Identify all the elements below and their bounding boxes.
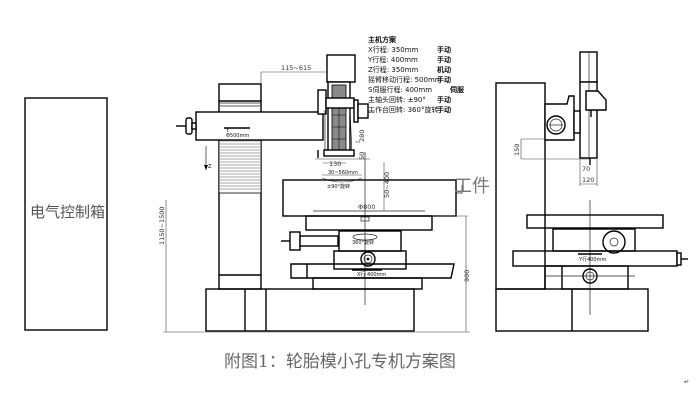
side-y-travel-label: Y行400mm xyxy=(578,256,606,263)
workpiece: 工件 Φ800 50~400 xyxy=(282,162,490,217)
spec-row-mode: 伺服 xyxy=(449,85,465,94)
spec-row-label: 主轴头回转: ±90° xyxy=(368,95,426,104)
side-dim-150: 150 xyxy=(513,144,521,156)
rotary-table xyxy=(305,215,433,231)
arm-reach-dim: 115~615 xyxy=(281,64,311,72)
electrical-control-box: 电气控制箱 xyxy=(24,97,108,331)
control-box-label: 电气控制箱 xyxy=(30,203,105,221)
spec-title: 主机方案 xyxy=(368,35,397,44)
spec-row-mode: 手动 xyxy=(437,95,451,104)
spec-row-mode: 手动 xyxy=(437,45,451,54)
spec-row-label: Y行程: 400mm xyxy=(367,55,418,64)
spec-row-mode: 手动 xyxy=(437,75,451,84)
spec-row-label: S伺服行程: 400mm xyxy=(368,85,432,94)
svg-text:Φ500mm: Φ500mm xyxy=(226,133,249,139)
svg-text:Z: Z xyxy=(208,164,212,170)
front-view: Y Φ500mm Z 115~615 xyxy=(158,35,490,333)
machine-base xyxy=(205,288,415,332)
x-travel-label: X行 400mm xyxy=(357,271,386,278)
spec-row-label: Z行程: 350mm xyxy=(368,65,419,74)
side-dim-120: 120 xyxy=(582,176,594,184)
radial-arm: Y Φ500mm xyxy=(195,111,324,141)
arm-handwheel xyxy=(176,117,197,135)
table-diameter: Φ800 xyxy=(358,203,376,211)
side-view: 150 70 120 Y行400mm xyxy=(495,51,688,332)
overall-height-dim: 1150~1500 xyxy=(158,206,166,245)
spec-row-mode: 手动 xyxy=(437,105,451,114)
drawing-caption: 附图1：轮胎模小孔专机方案图 xyxy=(224,352,456,372)
table-rotation-label: 360°旋转 xyxy=(352,239,374,246)
spec-row-mode: 机动 xyxy=(437,65,451,74)
paragraph-mark: ↵ xyxy=(684,378,689,386)
spec-row-label: X行程: 350mm xyxy=(368,45,419,54)
table-height-dim: 900 xyxy=(463,270,471,282)
column xyxy=(218,83,262,290)
dim-130: 130 xyxy=(329,160,341,168)
head-rotation-label: ±90°旋转 xyxy=(327,183,350,190)
dim-280: 280 xyxy=(358,130,366,142)
dim-spindle-range: 30~560mm xyxy=(328,170,358,176)
spec-row-mode: 手动 xyxy=(437,55,451,64)
work-clearance-dim: 50~400 xyxy=(383,172,391,198)
svg-text:Y: Y xyxy=(225,128,230,134)
workpiece-label: 工件 xyxy=(454,176,490,197)
spec-row-label: 摇臂移动行程: 500mm xyxy=(368,75,442,84)
spindle-head xyxy=(317,54,375,158)
side-dim-70: 70 xyxy=(582,165,590,173)
dim-50: 50 xyxy=(358,152,366,160)
spec-list: 主机方案 X行程: 350mm 手动 Y行程: 400mm 手动 Z行程: 350mm 机… xyxy=(367,35,465,114)
spec-row-label: 工作台回转: 360°旋转 xyxy=(368,105,438,114)
